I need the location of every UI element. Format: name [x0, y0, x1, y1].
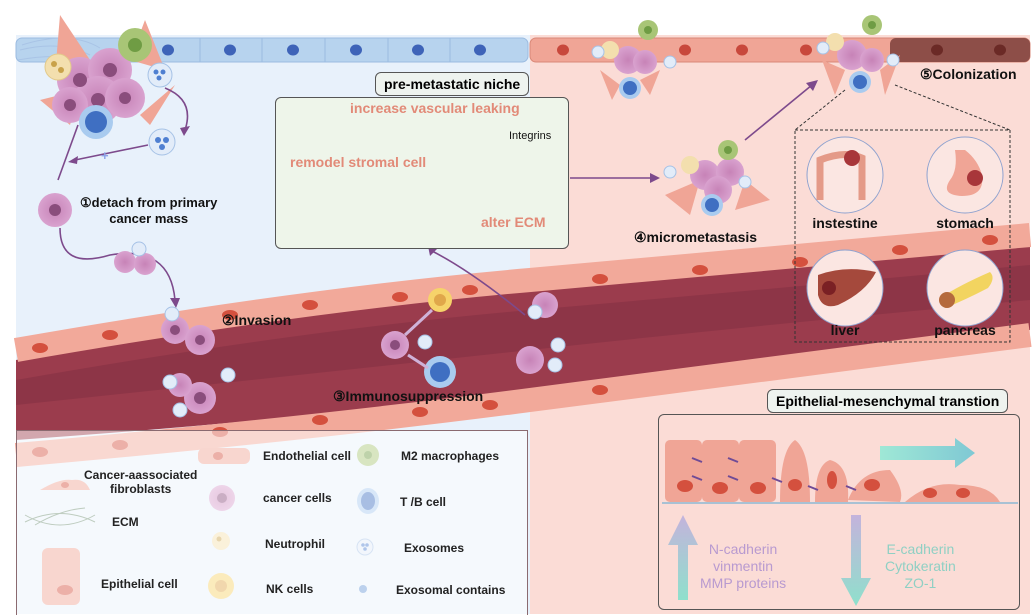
emt-panel: [658, 414, 1020, 610]
emt-title: Epithelial-mesenchymal transtion: [767, 389, 1009, 413]
intestine-icon: [816, 150, 866, 200]
invading-cancer-cells: [161, 306, 236, 418]
legend-label-ecm: ECM: [112, 515, 139, 529]
micrometastasis-cluster: [663, 140, 770, 216]
step-2-label: ②Invasion: [222, 312, 292, 328]
legend-line: fibroblasts: [110, 482, 172, 496]
extravasating-cells: [428, 246, 566, 374]
organ-label-pancreas: pancreas: [934, 322, 996, 338]
pre-metastatic-niche-title: pre-metastatic niche: [375, 72, 530, 96]
legend-label-epithelial: Epithelial cell: [101, 577, 178, 591]
step-1-line-1: ①detach from primary: [80, 195, 218, 210]
niche-item-alter-ecm: alter ECM: [481, 214, 546, 230]
flow-arrows: [570, 84, 813, 179]
detached-cancer-cell: [38, 193, 180, 308]
legend-label-cancer: cancer cells: [263, 491, 332, 505]
step-5-label: ⑤Colonization: [920, 66, 1017, 82]
organ-label-liver: liver: [830, 322, 860, 338]
organ-label-intestine: instestine: [812, 215, 878, 231]
metastatic-niche-cluster-top: [591, 20, 677, 100]
emt-down-marker: E-cadherin: [886, 541, 955, 557]
legend-label-fibroblast: Cancer-aassociated fibroblasts: [84, 468, 197, 496]
legend-label-macrophage: M2 macrophages: [401, 449, 500, 463]
legend-label-nk: NK cells: [266, 582, 314, 596]
arrow-head: [806, 80, 818, 91]
emt-down-marker: Cytokeratin: [885, 558, 956, 574]
emt-downregulated-list: E-cadherin Cytokeratin ZO-1: [885, 541, 956, 592]
legend-label-neutrophil: Neutrophil: [265, 537, 325, 551]
liver-icon: [818, 269, 876, 307]
legend-label-exosomes: Exosomes: [404, 541, 465, 555]
legend-panel: [16, 430, 528, 615]
pancreas-icon: [939, 272, 993, 308]
legend-label-endothelial: Endothelial cell: [263, 449, 352, 463]
niche-item-vascular-leaking: increase vascular leaking: [350, 100, 520, 116]
niche-item-remodel-stromal: remodel stromal cell: [290, 154, 427, 170]
step-1-line-2: cancer mass: [109, 211, 189, 226]
legend-label-tb-cell: T /B cell: [400, 495, 447, 509]
step-4-label: ④micrometastasis: [634, 229, 758, 245]
svg-text:+: +: [101, 148, 109, 163]
immunosuppression-cells: [381, 288, 456, 388]
emt-up-marker: N-cadherin: [708, 541, 778, 557]
pre-metastatic-niche-panel: [275, 97, 569, 249]
emt-up-marker: MMP proteins: [700, 575, 787, 591]
primary-tumor: +: [17, 15, 190, 181]
emt-illustration: [662, 438, 1018, 606]
colonization-callout: [794, 84, 1011, 343]
emt-up-marker: vinmentin: [713, 558, 774, 574]
arrow-head: [650, 173, 660, 183]
legend-line: Cancer-aassociated: [84, 468, 198, 482]
step-1-label: ①detach from primary cancer mass: [80, 195, 217, 227]
stomach-icon: [946, 150, 983, 196]
emt-down-marker: ZO-1: [904, 575, 937, 591]
legend-label-exosomal-contains: Exosomal contains: [396, 583, 506, 597]
organ-label-stomach: stomach: [936, 215, 994, 231]
emt-upregulated-list: N-cadherin vinmentin MMP proteins: [700, 541, 786, 592]
step-3-label: ③Immunosuppression: [333, 388, 484, 404]
colonization-cluster: [816, 15, 900, 95]
integrins-label: Integrins: [509, 130, 552, 142]
